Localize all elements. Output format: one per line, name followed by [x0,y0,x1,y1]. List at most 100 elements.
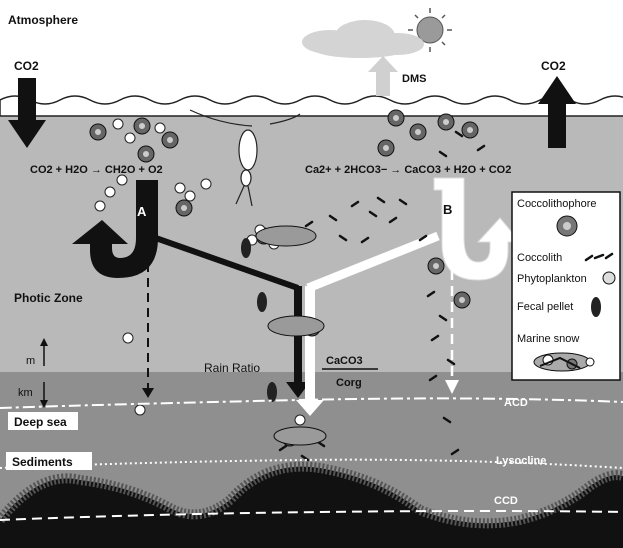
coccolith [454,130,464,138]
coccolith [388,216,398,224]
coccolithophore-core [95,129,101,135]
coccolithophore-core [139,123,145,129]
marine-snow-aggregate [255,225,317,247]
equation-right: Ca2+ + 2HCO3− → CaCO3 + H2O + CO2 [305,164,511,176]
phytoplankton [184,190,196,202]
coccolith-icon [584,252,614,262]
seafloor [0,466,623,548]
coccolithophore-core [383,145,389,151]
depth-scale-arrows [40,338,48,408]
pathway-b [296,177,522,416]
coccolithophore-core [415,129,421,135]
marine-snow-aggregate [267,315,325,337]
coccolith [418,234,428,242]
fecal-pellet [267,382,277,402]
rain-ratio-denominator: Corg [336,377,362,389]
depth-km-label: km [18,387,33,399]
phytoplankton [134,404,146,416]
depth-m-label: m [26,355,35,367]
coccolithophore-core [443,119,449,125]
rain-ratio-label: Rain Ratio [204,361,260,375]
coccolith [338,234,348,242]
coccolith [328,214,338,222]
legend-item-fecal-pellet: Fecal pellet [517,301,573,313]
co2-up-arrow [538,76,576,148]
coccolith [350,200,360,208]
acd-label: ACD [504,397,528,409]
marine-snow-icon [533,352,595,372]
legend-item-coccolith: Coccolith [517,252,562,264]
coccolith [446,358,456,366]
phytoplankton [174,182,186,194]
phytoplankton [200,178,212,190]
phytoplankton [154,122,166,134]
phytoplankton [116,174,128,186]
coccolith [438,150,448,158]
coccolithophore-core [433,263,439,269]
sediment-texture [0,461,623,529]
legend-item-marine-snow: Marine snow [517,333,579,345]
fecal-pellet [241,238,251,258]
legend: Coccolithophore Coccolith Phytoplankton … [511,191,621,381]
sediments-label: Sediments [12,455,73,469]
rain-ratio-numerator: CaCO3 [326,355,363,367]
equation-left: CO2 + H2O → CH2O + O2 [30,164,163,176]
coccolithophore-core [467,127,473,133]
coccolith [430,334,440,342]
pathway-b-label: B [443,202,452,217]
fecal-pellet [257,292,267,312]
coccolith [368,210,378,218]
coccolith [438,314,448,322]
coccolith [376,196,386,204]
phytoplankton [112,118,124,130]
photic-zone-label: Photic Zone [14,291,83,305]
coccolithophore-icon [556,215,578,237]
ccd-label: CCD [494,495,518,507]
coccolith [398,198,408,206]
phytoplankton [94,200,106,212]
particle-field [89,109,486,462]
phytoplankton-icon [602,271,616,285]
coccolith [442,416,452,424]
ccd-line [0,510,623,521]
coccolithophore-core [181,205,187,211]
coccolith [450,448,460,456]
coccolith [300,454,310,462]
atmosphere-label: Atmosphere [8,13,78,27]
coccolith [278,444,288,452]
legend-item-coccolithophore: Coccolithophore [517,198,597,210]
legend-item-phytoplankton: Phytoplankton [517,273,587,285]
coccolith [426,290,436,298]
phytoplankton [104,186,116,198]
sediments-label-box [6,452,92,470]
phytoplankton [294,414,306,426]
coccolith [360,236,370,244]
pathway-a-label: A [137,204,147,219]
sun-icon [408,8,452,52]
phytoplankton [124,132,136,144]
coccolithophore-core [167,137,173,143]
cloud-icon [302,20,424,58]
coccolithophore-core [143,151,149,157]
dms-label: DMS [402,73,426,85]
co2-left-label: CO2 [14,59,39,73]
acd-line [0,397,623,409]
coccolithophore-core [459,297,465,303]
phytoplankton [122,332,134,344]
co2-down-arrow [8,78,46,148]
dms-arrow [368,56,398,96]
zooplankton-icon [189,109,301,207]
co2-right-label: CO2 [541,59,566,73]
coccolithophore-core [393,115,399,121]
coccolith [304,220,314,228]
fecal-pellet-icon [591,297,601,317]
deep-sea-label: Deep sea [14,415,67,429]
coccolith [476,144,486,152]
deep-sea-label-box [8,412,78,430]
marine-snow-aggregate [273,426,327,446]
coccolith [428,374,438,382]
lysocline-label: Lysocline [496,455,546,467]
pathway-a [72,180,310,398]
